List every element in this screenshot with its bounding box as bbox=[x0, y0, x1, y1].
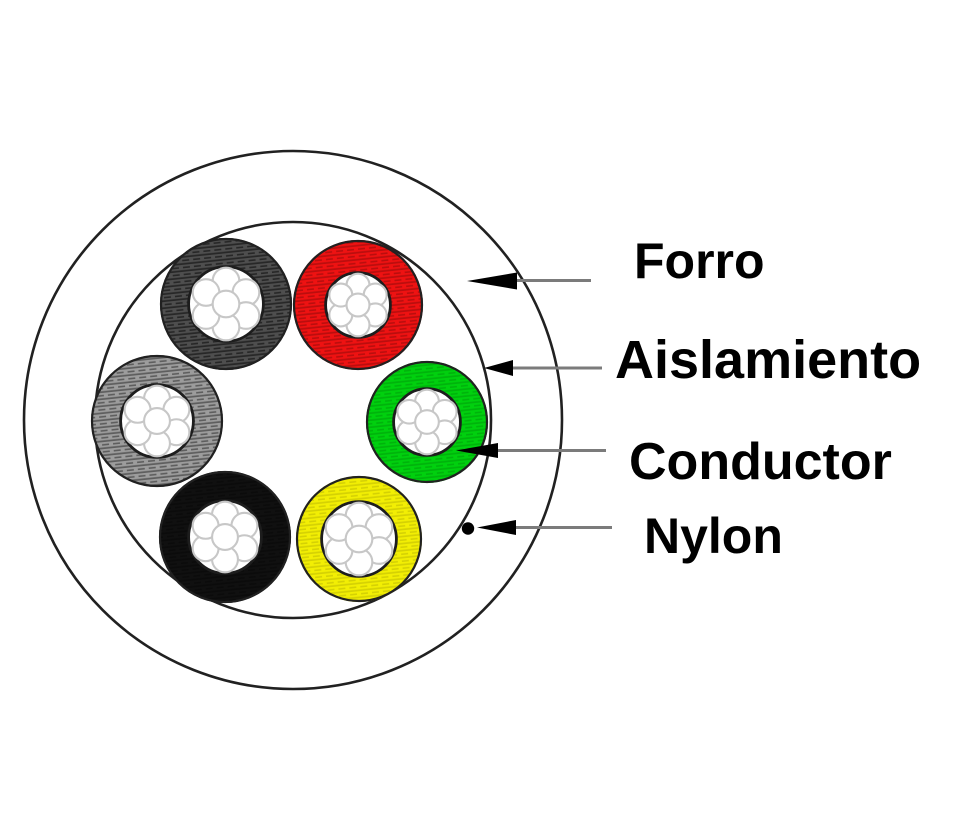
label-aislamiento: Aislamiento bbox=[615, 330, 922, 390]
wires-group bbox=[90, 237, 489, 604]
leader-forro bbox=[467, 272, 591, 290]
red-wire-outer-outline bbox=[292, 239, 424, 371]
gray-wire-hatch-overlay bbox=[91, 355, 223, 487]
green-wire-hatch-overlay bbox=[366, 361, 488, 483]
green-wire-outer-outline bbox=[365, 360, 489, 484]
yellow-wire bbox=[295, 475, 423, 603]
gray-wire-strand bbox=[143, 406, 172, 435]
red-wire-strand bbox=[345, 292, 371, 318]
dark-gray-wire-strand bbox=[211, 289, 241, 319]
yellow-wire-hatch-overlay bbox=[296, 476, 422, 602]
gray-wire-outer-outline bbox=[90, 354, 224, 488]
arrowhead-icon-conductor bbox=[456, 443, 498, 458]
arrowhead-icon-aislamiento bbox=[484, 360, 513, 376]
label-nylon: Nylon bbox=[644, 508, 783, 564]
dark-gray-wire bbox=[159, 237, 293, 371]
black-wire-strand bbox=[211, 522, 240, 551]
leader-conductor bbox=[456, 443, 606, 458]
dark-gray-wire-hatch-overlay bbox=[160, 238, 292, 370]
leader-nylon bbox=[461, 520, 612, 535]
red-wire bbox=[292, 239, 424, 371]
black-wire-outer-outline bbox=[158, 470, 292, 604]
label-conductor: Conductor bbox=[629, 433, 892, 491]
arrowhead-icon-forro bbox=[467, 272, 517, 290]
dark-gray-wire-outer-outline bbox=[159, 237, 293, 371]
nylon-marker-dot bbox=[461, 522, 475, 535]
green-wire bbox=[365, 360, 489, 484]
black-wire bbox=[158, 470, 292, 604]
black-wire-hatch-overlay bbox=[159, 471, 291, 603]
yellow-wire-outer-outline bbox=[295, 475, 423, 603]
gray-wire bbox=[90, 354, 224, 488]
green-wire-strand bbox=[414, 409, 440, 435]
label-forro: Forro bbox=[634, 233, 765, 289]
yellow-wire-strand bbox=[344, 524, 374, 554]
red-wire-hatch-overlay bbox=[293, 240, 423, 370]
leader-aislamiento bbox=[484, 360, 602, 376]
arrowhead-icon-nylon bbox=[477, 520, 516, 535]
